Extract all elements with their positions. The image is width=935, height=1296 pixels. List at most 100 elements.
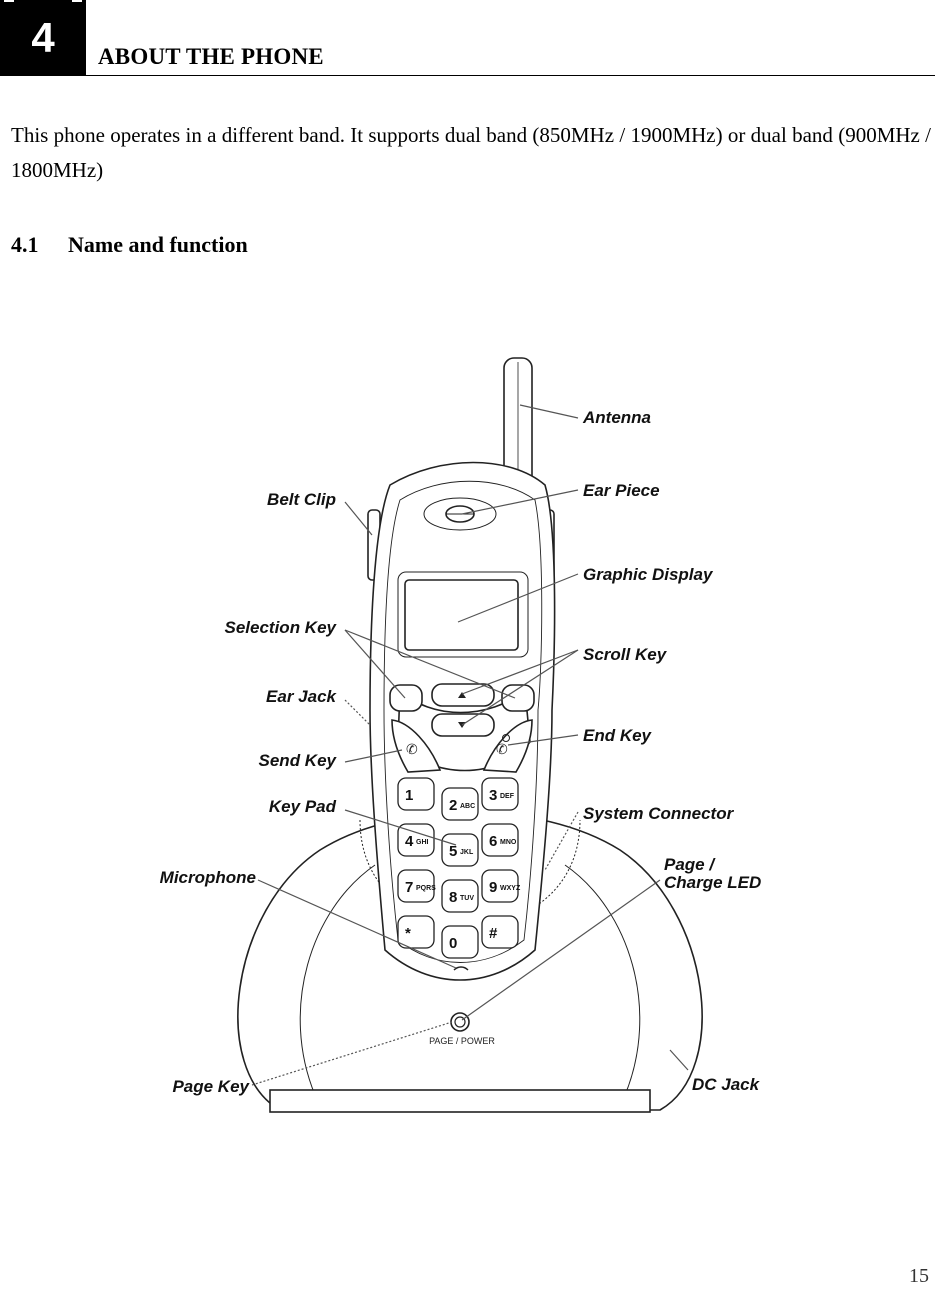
leader-selection-key-right — [344, 629, 516, 699]
keypad-key-digit: 9 — [489, 879, 497, 896]
chapter-number-badge: 4 — [0, 0, 86, 76]
label-end-key: End Key — [583, 726, 653, 745]
keypad-key-digit: 7 — [405, 879, 413, 896]
keypad-key-letters: MNO — [500, 839, 517, 846]
base-foot — [269, 1089, 651, 1113]
leader-send-key — [344, 749, 403, 763]
section-title: Name and function — [68, 232, 248, 257]
keypad-key-letters: GHI — [416, 839, 429, 846]
keypad-key-shape — [441, 787, 479, 821]
left-softkey-shape — [389, 684, 423, 712]
label-antenna: Antenna — [582, 408, 651, 427]
send-icon: ✆ — [406, 742, 418, 758]
end-key-shape — [482, 719, 533, 773]
label-dc-jack: DC Jack — [692, 1075, 761, 1094]
label-send-key: Send Key — [259, 751, 338, 770]
keypad-key-letters: PQRS — [416, 885, 436, 892]
leader-scroll-key-up — [461, 649, 579, 695]
leader-scroll-key-down — [461, 649, 579, 726]
label-ear-piece: Ear Piece — [583, 481, 660, 500]
keypad-key-digit: 4 — [405, 833, 414, 850]
leader-end-key — [507, 734, 579, 746]
keypad-key-shape — [481, 915, 519, 949]
keypad-key-letters: DEF — [500, 793, 515, 800]
leader-lines — [251, 404, 689, 1086]
label-scroll-key: Scroll Key — [583, 645, 668, 664]
page-power-label: PAGE / POWER — [429, 1036, 495, 1046]
leader-ear-piece — [461, 489, 579, 515]
label-graphic-display: Graphic Display — [583, 565, 714, 584]
label-ear-jack: Ear Jack — [266, 687, 337, 706]
keypad-key-letters: TUV — [460, 895, 474, 902]
keypad-key-digit: # — [489, 925, 498, 942]
keypad-key: 0 — [441, 925, 479, 959]
leader-charge-led — [461, 879, 661, 1021]
keypad-key-digit: 0 — [449, 935, 457, 952]
keypad-key-shape — [481, 823, 519, 857]
leader-belt-clip — [344, 501, 373, 536]
label-page-charge-led-line2: Charge LED — [664, 873, 761, 892]
label-microphone: Microphone — [160, 868, 256, 887]
keypad-key: # — [481, 915, 519, 949]
leader-microphone — [257, 879, 457, 969]
label-page-charge-led-line1: Page / — [664, 855, 716, 874]
keypad-key-letters: ABC — [460, 803, 475, 810]
keypad-key-digit: 2 — [449, 797, 457, 814]
section-number: 4.1 — [11, 232, 39, 257]
display-screen — [404, 579, 519, 651]
leader-dc-jack — [669, 1049, 689, 1071]
leader-system-connector — [544, 811, 579, 871]
leader-graphic-display — [457, 573, 579, 623]
end-icon: ✆ — [496, 742, 508, 758]
keypad-key-shape — [397, 777, 435, 811]
keypad-key-digit: 5 — [449, 843, 457, 860]
keypad-key-letters: WXYZ — [500, 885, 521, 892]
right-softkey-shape — [501, 684, 535, 712]
keypad-key-shape — [481, 869, 519, 903]
power-icon — [502, 734, 510, 742]
send-key-shape — [391, 719, 442, 773]
keypad-key-letters: JKL — [460, 849, 474, 856]
keypad-key-digit: 8 — [449, 889, 457, 906]
keypad-key-shape — [397, 869, 435, 903]
keypad-key-shape — [441, 879, 479, 913]
handset-inner-outline — [383, 480, 543, 963]
microphone-shape — [453, 966, 469, 971]
keypad-key-digit: * — [405, 925, 411, 942]
keypad-key: * — [397, 915, 435, 949]
intro-text: This phone operates in a different band.… — [11, 123, 931, 182]
label-belt-clip: Belt Clip — [267, 490, 336, 509]
keypad-key-shape — [441, 925, 479, 959]
keypad-key-digit: 3 — [489, 787, 497, 804]
chapter-title: ABOUT THE PHONE — [98, 44, 324, 69]
keypad-key-digit: 6 — [489, 833, 497, 850]
page-power-button-outer — [450, 1012, 470, 1032]
section-heading: 4.1 Name and function — [11, 232, 248, 258]
leader-selection-key-left — [344, 629, 406, 699]
base-inner-curve-left — [299, 864, 376, 1096]
keypad-key-shape — [481, 777, 519, 811]
callout-labels: Antenna Ear Piece Belt Clip Graphic Disp… — [160, 408, 762, 1096]
header-rule — [86, 75, 935, 76]
page-power-button-inner — [454, 1016, 466, 1028]
keypad-key-shape — [397, 823, 435, 857]
up-arrow-icon — [458, 692, 466, 698]
base-inner-curve-right — [564, 864, 641, 1096]
page-number: 15 — [909, 1265, 929, 1287]
leader-key-pad — [344, 809, 457, 846]
base-cradle — [359, 819, 581, 926]
label-page-key: Page Key — [172, 1077, 250, 1096]
label-selection-key: Selection Key — [225, 618, 338, 637]
leader-ear-jack — [344, 699, 371, 726]
